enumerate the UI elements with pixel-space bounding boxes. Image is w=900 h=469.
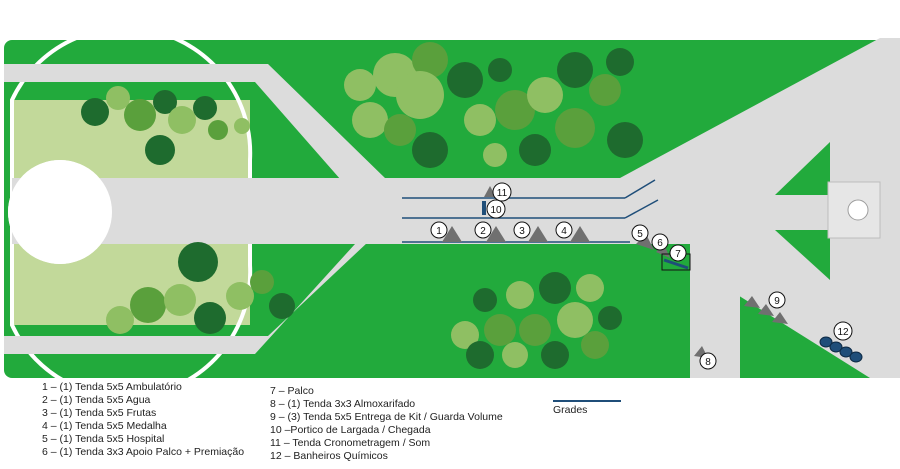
tree-cluster-top-center [344,42,643,168]
legend-item-11: 11 – Tenda Cronometragem / Som [270,437,431,449]
tent-9b [758,304,774,316]
right-grass-bottom [740,302,860,378]
marker-7: 7 [669,244,687,262]
tent-2 [486,226,506,242]
grades-line-swatch [553,400,621,402]
legend-item-8: 8 – (1) Tenda 3x3 Almoxarifado [270,398,416,410]
tent-5 [636,234,654,250]
legend-item-9: 9 – (3) Tenda 5x5 Entrega de Kit / Guard… [270,411,503,423]
left-roundabout-center-top [8,160,112,264]
marker-1: 1 [430,221,448,239]
svg-text:4: 4 [561,226,567,237]
svg-text:3: 3 [519,226,525,237]
tent-4 [570,226,590,242]
monument [847,199,869,221]
tent-9c [772,312,788,324]
svg-text:2: 2 [480,226,486,237]
svg-text:5: 5 [637,229,643,240]
tree-cluster-bottom-center [451,272,622,369]
tent-3 [528,226,548,242]
svg-text:12: 12 [837,327,849,338]
svg-text:8: 8 [705,357,711,368]
marker-5: 5 [631,224,649,242]
svg-text:7: 7 [675,249,681,260]
event-site-map: 1 2 3 4 5 6 7 8 9 10 11 12 [4,26,900,380]
marker-12: 12 [833,321,853,341]
legend-left: 1 – (1) Tenda 5x5 Ambulatório 2 – (1) Te… [42,381,244,459]
marker-4: 4 [555,221,573,239]
marker-2: 2 [474,221,492,239]
svg-text:10: 10 [490,205,502,216]
legend-item-6: 6 – (1) Tenda 3x3 Apoio Palco + Premiaçã… [42,446,245,458]
left-plaza-ring [10,26,253,380]
marker-11: 11 [492,182,512,202]
marker-9: 9 [768,291,786,309]
legend-item-4: 4 – (1) Tenda 5x5 Medalha [42,420,167,432]
svg-text:11: 11 [497,188,508,199]
tent-9a [744,296,760,308]
portico [482,201,486,215]
svg-text:9: 9 [774,296,780,307]
legend-item-5: 5 – (1) Tenda 5x5 Hospital [42,433,165,445]
grades-fences [402,179,659,243]
tree-cluster-top-left [81,86,250,165]
svg-text:6: 6 [657,238,663,249]
tree-cluster-bottom-left [106,242,295,334]
right-grass-upper [775,142,830,195]
legend-item-2: 2 – (1) Tenda 5x5 Agua [42,394,151,406]
marker-8: 8 [699,352,717,370]
marker-10: 10 [486,199,506,219]
legend-grades: Grades [553,400,621,417]
legend-item-12: 12 – Banheiros Químicos [270,450,388,462]
legend-item-3: 3 – (1) Tenda 5x5 Frutas [42,407,157,419]
marker-3: 3 [513,221,531,239]
svg-text:1: 1 [436,226,442,237]
stage-bar [663,258,689,270]
right-grass-lower [775,230,830,280]
legend-item-10: 10 –Portico de Largada / Chegada [270,424,431,436]
legend-right: 7 – Palco 8 – (1) Tenda 3x3 Almoxarifado… [270,385,503,463]
chemical-toilets [819,336,863,363]
tent-1 [442,226,462,242]
roads [4,38,900,378]
legend-item-1: 1 – (1) Tenda 5x5 Ambulatório [42,381,182,393]
marker-6: 6 [651,233,669,251]
legend-item-7: 7 – Palco [270,385,314,397]
grades-label: Grades [553,404,588,416]
